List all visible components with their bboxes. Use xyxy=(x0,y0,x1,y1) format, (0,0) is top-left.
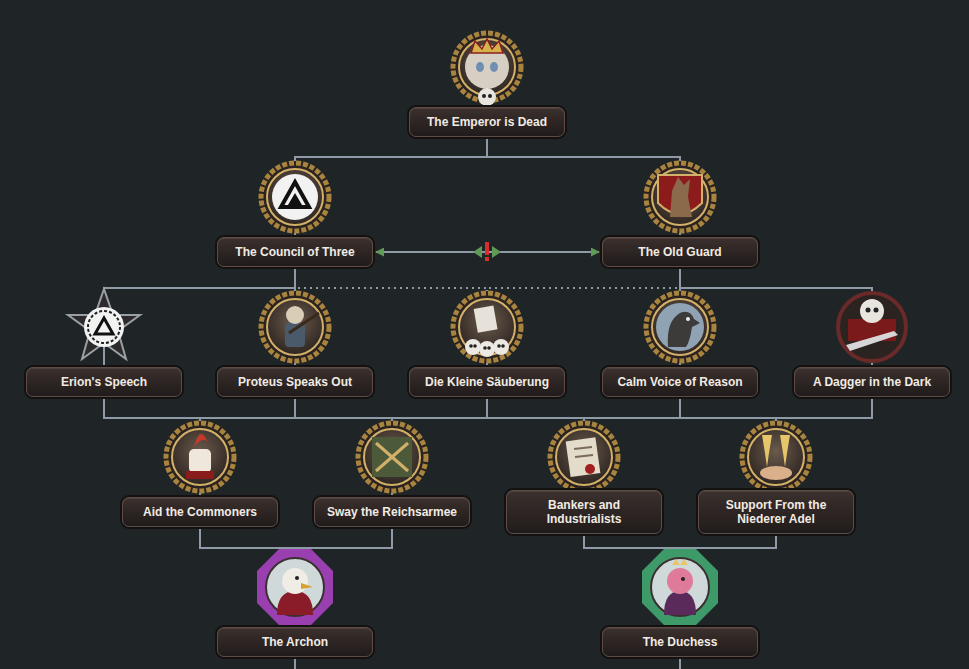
focus-label: The Archon xyxy=(217,627,373,657)
focus-label: Die Kleine Säuberung xyxy=(409,367,565,397)
focus-name: The Duchess xyxy=(611,635,749,649)
focus-icon xyxy=(642,549,718,625)
focus-label: The Emperor is Dead xyxy=(409,107,565,137)
focus-icon xyxy=(451,291,523,363)
continuation-line xyxy=(679,658,681,669)
exclusive-marker xyxy=(473,242,501,261)
focus-icon xyxy=(259,291,331,363)
focus-icon xyxy=(356,421,428,493)
focus-name: Bankers and Industrialists xyxy=(515,498,653,526)
focus-icon xyxy=(740,421,812,493)
focus-icon xyxy=(259,161,331,233)
focus-label: A Dagger in the Dark xyxy=(794,367,950,397)
focus-name: Erion's Speech xyxy=(35,375,173,389)
focus-icon xyxy=(451,31,523,106)
focus-label: Proteus Speaks Out xyxy=(217,367,373,397)
focus-label: Sway the Reichsarmee xyxy=(314,497,470,527)
focus-label: Erion's Speech xyxy=(26,367,182,397)
focus-name: Calm Voice of Reason xyxy=(611,375,749,389)
focus-name: The Council of Three xyxy=(226,245,364,259)
continuation-line xyxy=(294,658,296,669)
focus-icon xyxy=(644,291,716,363)
focus-name: Sway the Reichsarmee xyxy=(323,505,461,519)
focus-name: The Old Guard xyxy=(611,245,749,259)
focus-label: The Duchess xyxy=(602,627,758,657)
focus-name: A Dagger in the Dark xyxy=(803,375,941,389)
focus-name: Die Kleine Säuberung xyxy=(418,375,556,389)
focus-label: Bankers and Industrialists xyxy=(506,490,662,534)
focus-name: Proteus Speaks Out xyxy=(226,375,364,389)
focus-icon xyxy=(548,421,620,493)
focus-icon xyxy=(68,289,140,359)
focus-label: Calm Voice of Reason xyxy=(602,367,758,397)
focus-label: The Old Guard xyxy=(602,237,758,267)
focus-name: Support From the Niederer Adel xyxy=(707,498,845,526)
focus-icon xyxy=(164,421,236,493)
focus-name: The Emperor is Dead xyxy=(418,115,556,129)
focus-label: Support From the Niederer Adel xyxy=(698,490,854,534)
focus-icon xyxy=(257,549,333,625)
focus-label: Aid the Commoners xyxy=(122,497,278,527)
focus-name: The Archon xyxy=(226,635,364,649)
focus-icon xyxy=(838,293,906,361)
focus-icon xyxy=(644,161,716,233)
focus-name: Aid the Commoners xyxy=(131,505,269,519)
focus-label: The Council of Three xyxy=(217,237,373,267)
